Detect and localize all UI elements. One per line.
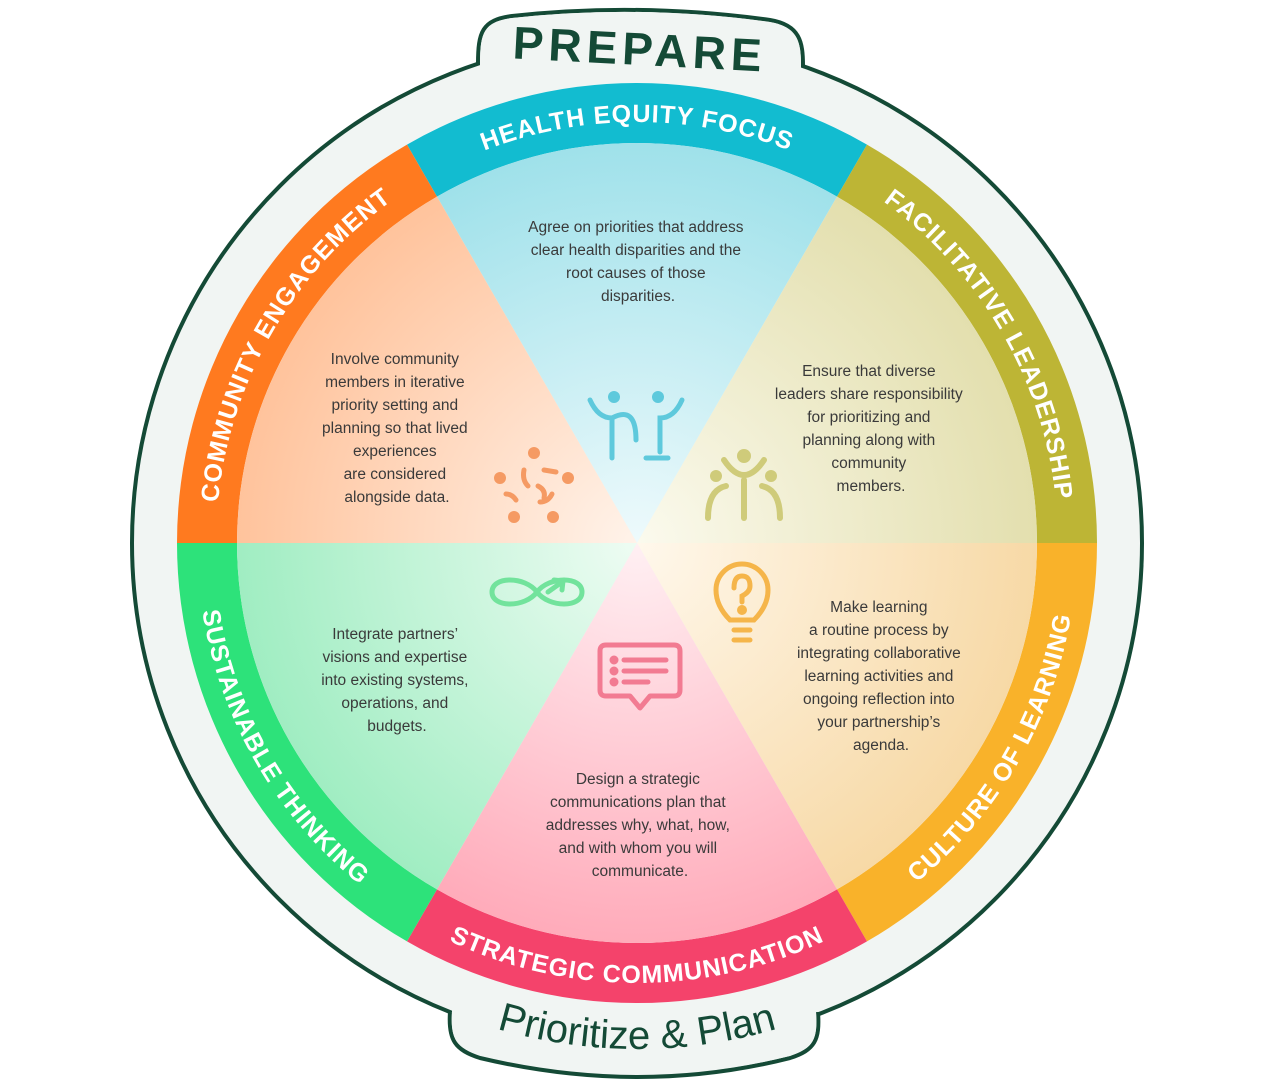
people-raised-arms-icon xyxy=(587,391,685,461)
band-sustainable xyxy=(177,543,437,942)
band-learning xyxy=(837,543,1097,942)
sector-communication xyxy=(437,543,837,943)
chat-list-icon xyxy=(597,642,683,711)
lightbulb-question-icon xyxy=(713,561,771,643)
band-health-equity xyxy=(407,82,867,197)
sector-health-equity xyxy=(437,143,837,544)
band-communication xyxy=(407,889,867,1004)
outer-band xyxy=(177,82,1097,1004)
description-facilitative: Ensure that diverse leaders share respon… xyxy=(775,363,967,495)
sector-facilitative xyxy=(637,196,1037,543)
band-community xyxy=(177,144,437,543)
description-communication: Design a strategic communications plan t… xyxy=(546,771,734,880)
description-community: Involve community members in iterative p… xyxy=(322,351,472,506)
description-learning: Make learning a routine process by integ… xyxy=(797,599,965,754)
community-circle-icon xyxy=(494,447,574,523)
leader-group-icon xyxy=(705,449,783,521)
description-sustainable: Integrate partners’ visions and expertis… xyxy=(321,626,473,735)
band-facilitative xyxy=(837,144,1097,543)
infinity-arrow-icon xyxy=(489,577,585,607)
sector-sustainable xyxy=(237,543,637,890)
description-health-equity: Agree on priorities that address clear h… xyxy=(528,219,748,305)
